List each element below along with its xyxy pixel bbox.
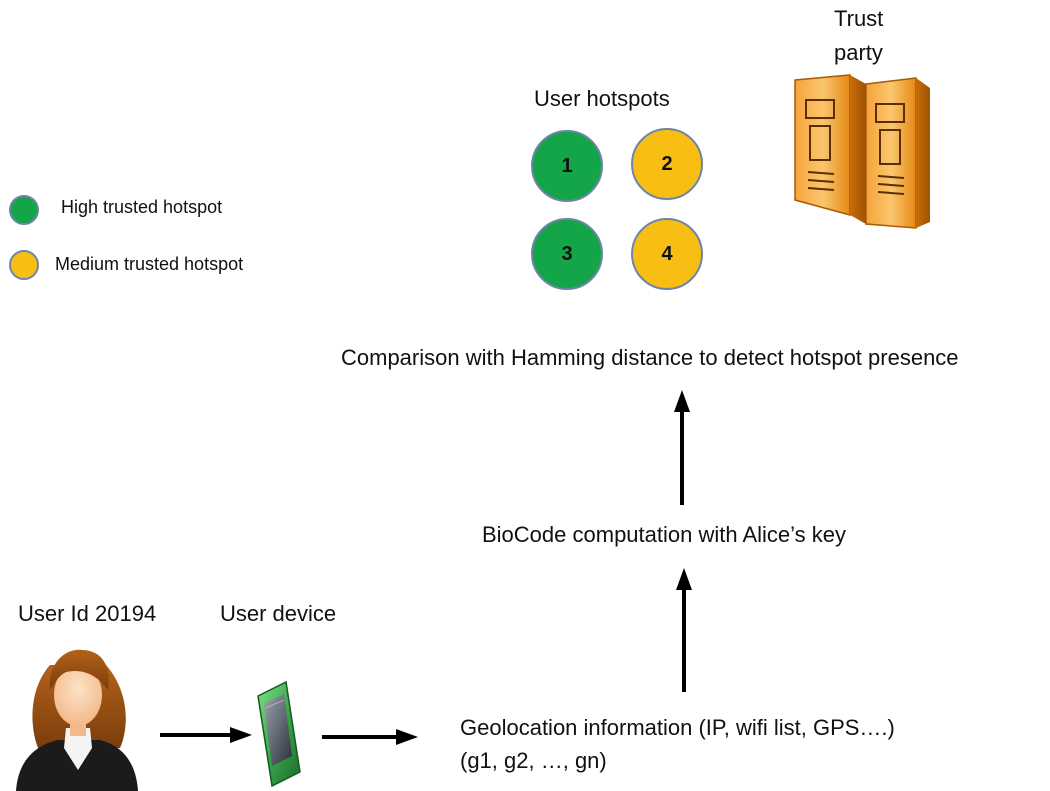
legend-medium-dot (9, 250, 39, 280)
user-device-label: User device (220, 601, 337, 626)
hotspot-4: 4 (631, 218, 703, 290)
hotspot-3: 3 (531, 218, 603, 290)
legend-high-dot (9, 195, 39, 225)
arrow-geo-to-biocode (676, 568, 692, 692)
legend-high-label: High trusted hotspot (61, 197, 223, 217)
biocode-step-label: BioCode computation with Alice’s key (482, 522, 847, 547)
user-id-label: User Id 20194 (18, 601, 157, 626)
arrow-biocode-to-comparison (674, 390, 690, 505)
hotspot-2: 2 (631, 128, 703, 200)
legend-medium-label: Medium trusted hotspot (55, 254, 244, 274)
mobile-device-icon (257, 680, 301, 788)
arrow-device-to-geolocation (322, 729, 418, 745)
hotspots-title: User hotspots (534, 86, 670, 111)
hotspot-1: 1 (531, 130, 603, 202)
arrow-user-to-device (160, 727, 252, 743)
trust-party-label-line1: Trust (834, 6, 884, 31)
geolocation-info-label: Geolocation information (IP, wifi list, … (460, 715, 895, 740)
comparison-step-label: Comparison with Hamming distance to dete… (341, 345, 959, 370)
server-towers-icon (794, 74, 930, 229)
trust-party-label-line2: party (834, 40, 883, 65)
geolocation-tuple-label: (g1, g2, …, gn) (460, 748, 607, 773)
user-avatar-icon (16, 649, 138, 791)
